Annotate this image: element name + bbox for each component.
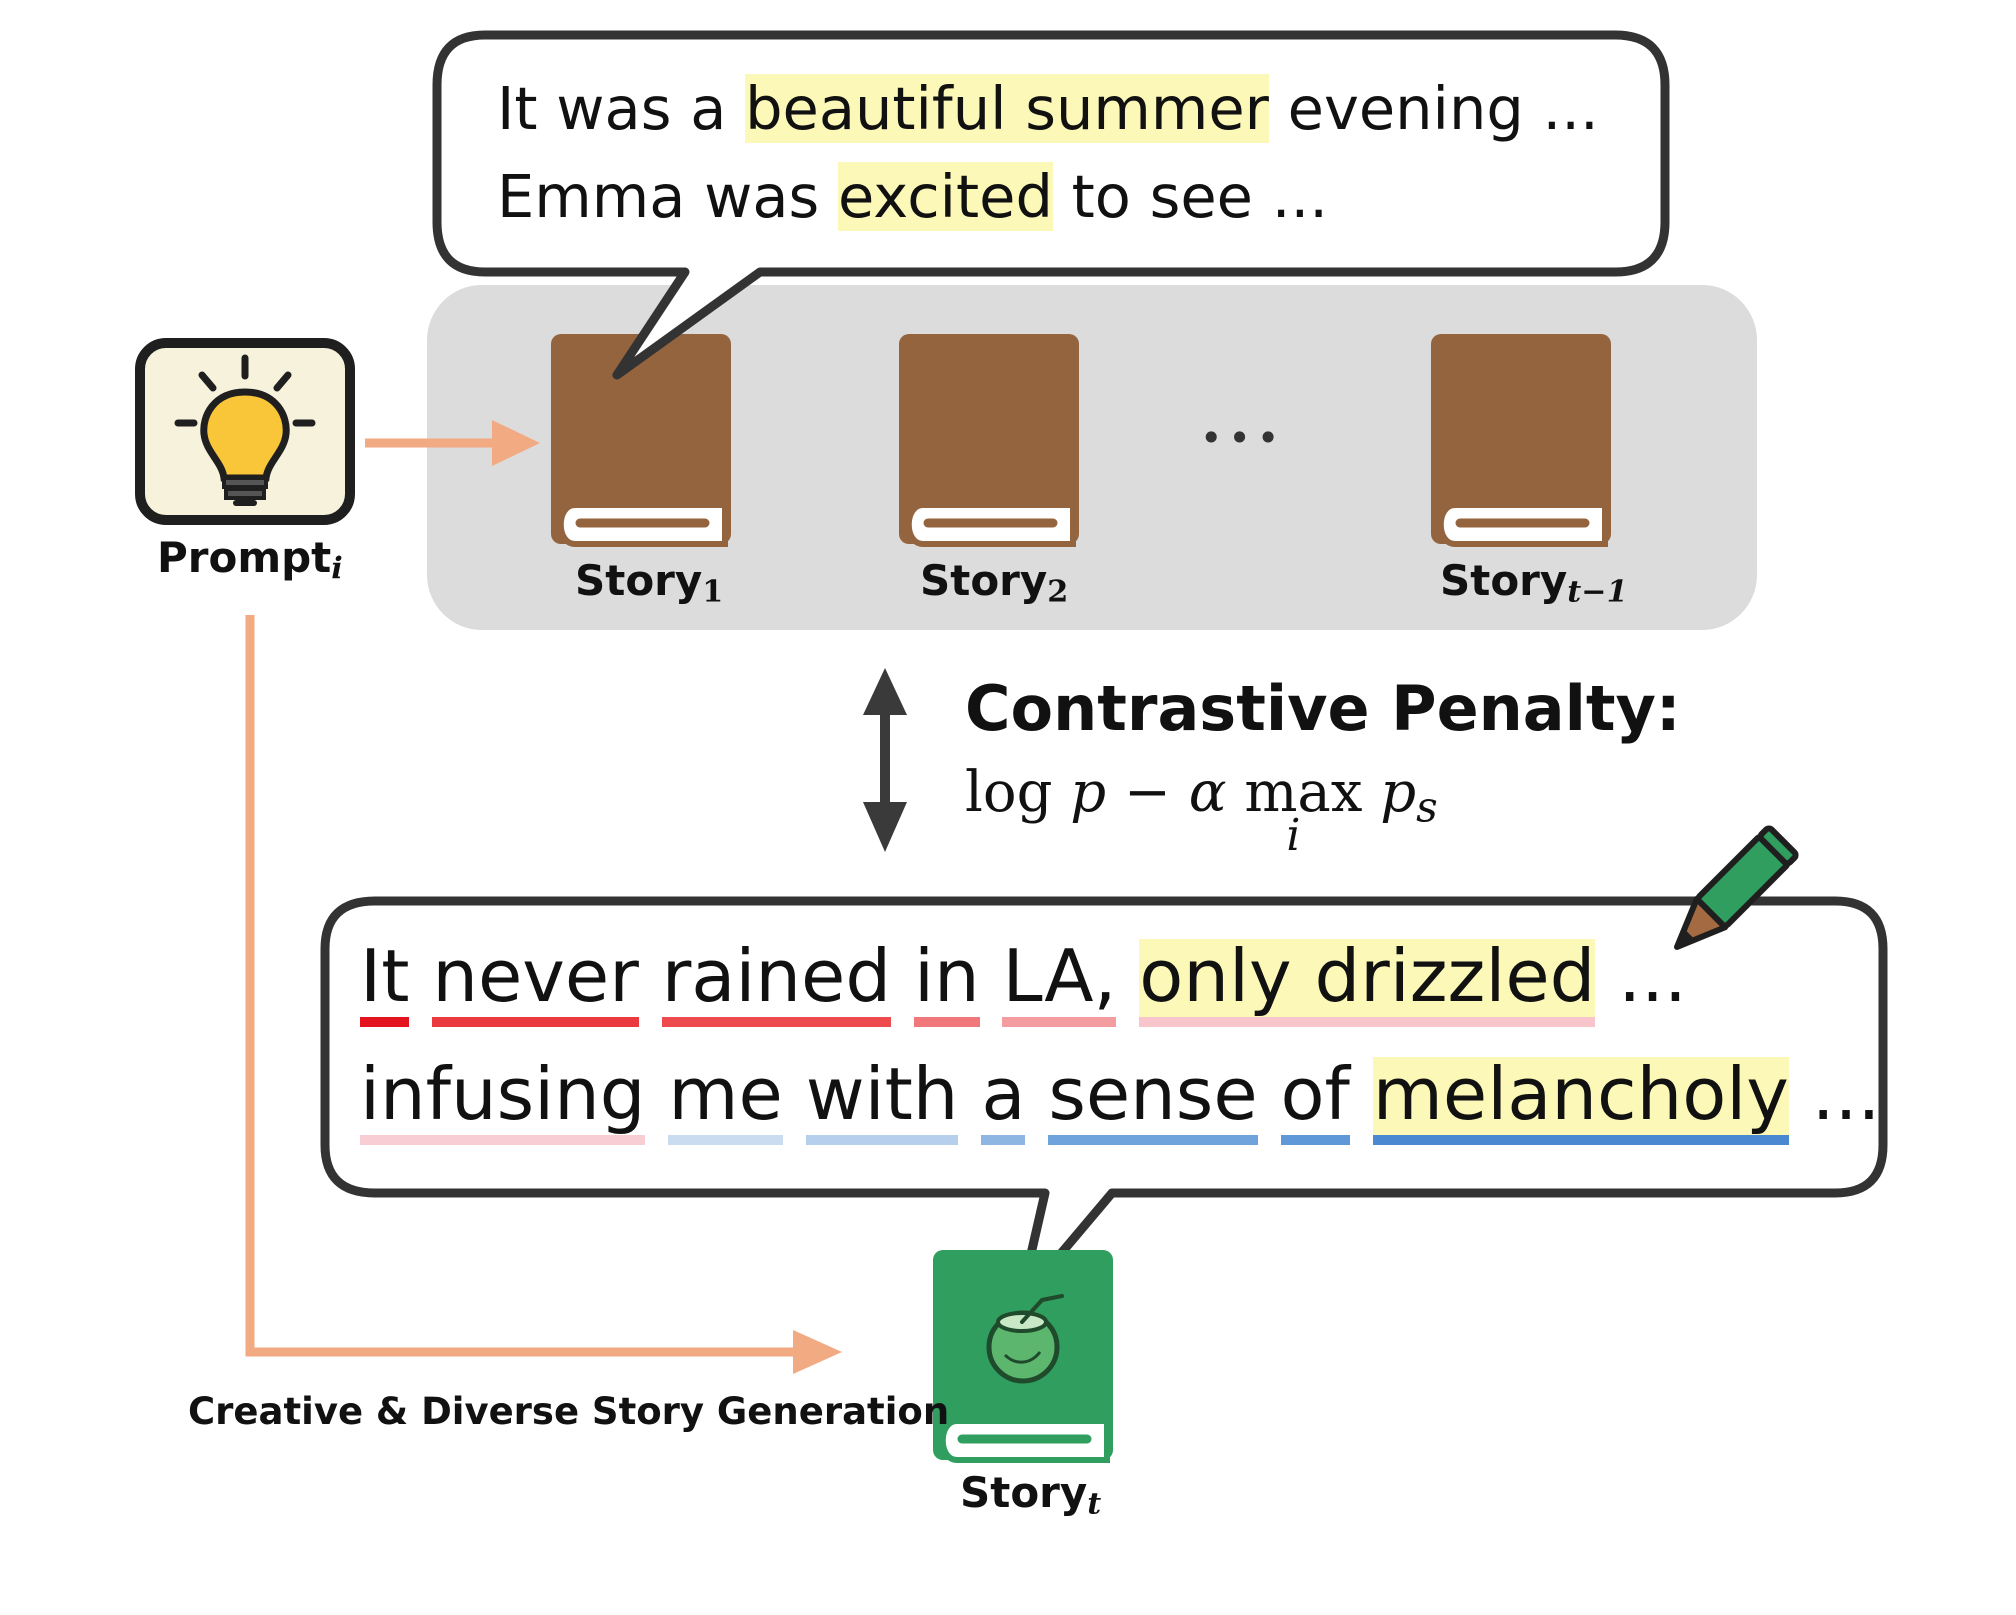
prompt-label: Prompti xyxy=(157,533,343,587)
story-label-t-minus-1: Storyt−1 xyxy=(1440,556,1628,610)
story-label-1: Story1 xyxy=(575,556,723,610)
formula-log: log xyxy=(965,760,1053,825)
output-token: me xyxy=(668,1056,783,1145)
formula-max-text: max xyxy=(1244,760,1363,825)
output-token: infusing xyxy=(360,1056,646,1145)
output-token-gap xyxy=(1350,1052,1373,1136)
output-token-gap xyxy=(645,1052,668,1136)
story-label-t-minus-1-text: Story xyxy=(1440,556,1568,605)
stories-ellipsis: ••• xyxy=(1200,416,1286,460)
story-label-2: Story2 xyxy=(920,556,1068,610)
lightbulb-icon xyxy=(135,338,355,525)
output-token: never xyxy=(432,938,639,1027)
output-token: rained xyxy=(661,938,892,1027)
context-line-1-tail: evening ... xyxy=(1268,74,1599,143)
output-token-gap xyxy=(1025,1052,1048,1136)
book-icon-story-t xyxy=(933,1250,1113,1463)
pencil-icon xyxy=(1673,825,1799,951)
story-label-1-text: Story xyxy=(575,556,703,605)
output-line-1: It never rained in LA, only drizzled ... xyxy=(360,934,1687,1027)
story-label-1-subscript: 1 xyxy=(702,574,724,610)
output-token-gap: ... xyxy=(1595,934,1687,1018)
output-token: in xyxy=(913,938,980,1027)
output-token-gap xyxy=(891,934,914,1018)
formula-ps: p xyxy=(1380,760,1417,825)
formula-alpha: α xyxy=(1188,760,1227,825)
context-line-2: Emma was excited to see ... xyxy=(497,162,1328,231)
context-line-2-text: Emma was xyxy=(497,162,839,231)
output-token-gap xyxy=(980,934,1003,1018)
story-label-t-minus-1-subscript: t−1 xyxy=(1567,574,1628,610)
output-token: melancholy xyxy=(1372,1056,1789,1145)
output-token-gap xyxy=(1258,1052,1281,1136)
output-token-gap: ... xyxy=(1788,1052,1881,1136)
output-token-gap xyxy=(783,1052,806,1136)
context-line-2-tail: to see ... xyxy=(1052,162,1328,231)
context-line-1: It was a beautiful summer evening ... xyxy=(497,74,1599,143)
prompt-label-subscript: i xyxy=(331,551,343,587)
penalty-title: Contrastive Penalty: xyxy=(965,672,1681,745)
generation-arrow xyxy=(245,615,842,1374)
book-icon-story-1 xyxy=(551,334,731,547)
contrast-double-arrow xyxy=(863,668,907,852)
output-token: of xyxy=(1280,1056,1350,1145)
book-icon-story-2 xyxy=(899,334,1079,547)
prompt-to-stories-arrow xyxy=(365,420,540,466)
output-token: only drizzled xyxy=(1139,938,1596,1027)
output-token-gap xyxy=(639,934,662,1018)
output-token: with xyxy=(805,1056,959,1145)
context-line-2-highlight: excited xyxy=(838,162,1053,231)
output-token: It xyxy=(360,938,410,1027)
context-line-1-text: It was a xyxy=(497,74,746,143)
generation-label: Creative & Diverse Story Generation xyxy=(188,1390,950,1433)
story-label-t: Storyt xyxy=(960,1468,1101,1522)
book-icon-story-t-minus-1 xyxy=(1431,334,1611,547)
story-label-t-text: Story xyxy=(960,1468,1088,1517)
formula-ps-subscript: s xyxy=(1416,782,1438,832)
output-token: sense xyxy=(1048,1056,1258,1145)
formula-max-subscript: i xyxy=(1286,810,1301,861)
output-token-gap xyxy=(409,934,432,1018)
coconut-icon xyxy=(986,1294,1064,1384)
story-label-2-subscript: 2 xyxy=(1047,574,1069,610)
context-line-1-highlight: beautiful summer xyxy=(745,74,1269,143)
previous-stories-panel xyxy=(427,285,1757,630)
prompt-label-text: Prompt xyxy=(157,533,332,582)
output-token: LA, xyxy=(1002,938,1117,1027)
output-token-gap xyxy=(958,1052,981,1136)
formula-p: p xyxy=(1070,760,1107,825)
output-token-gap xyxy=(1116,934,1139,1018)
output-token: a xyxy=(981,1056,1026,1145)
story-label-t-subscript: t xyxy=(1087,1486,1102,1522)
formula-minus: − xyxy=(1106,760,1189,825)
story-label-2-text: Story xyxy=(920,556,1048,605)
output-line-2: infusing me with a sense of melancholy .… xyxy=(360,1052,1880,1145)
